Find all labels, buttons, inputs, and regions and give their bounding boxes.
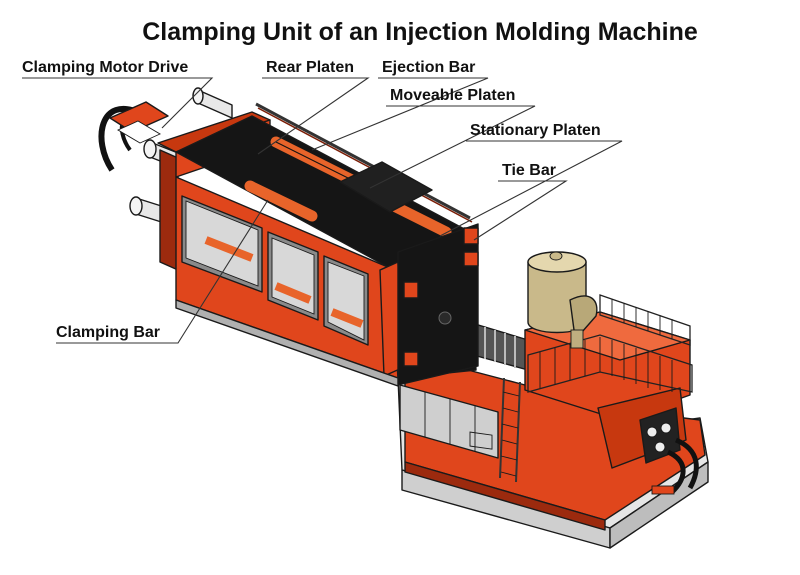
safety-railing <box>527 294 693 393</box>
injection-housing <box>524 311 699 495</box>
stationary-platen-label: Stationary Platen <box>470 122 601 139</box>
stationary-platen <box>397 223 479 386</box>
clamping-bar-label: Clamping Bar <box>56 324 160 341</box>
label-clamping-motor-drive: Clamping Motor Drive <box>22 59 214 129</box>
rear-platen-label: Rear Platen <box>266 59 354 76</box>
label-rear-platen: Rear Platen <box>257 59 370 155</box>
label-clamping-bar: Clamping Bar <box>56 199 269 344</box>
clamping-motor-drive-label: Clamping Motor Drive <box>22 59 188 76</box>
label-stationary-platen: Stationary Platen <box>439 122 623 237</box>
moveable-platen-label: Moveable Platen <box>390 87 515 104</box>
label-moveable-platen: Moveable Platen <box>369 87 536 189</box>
label-ejection-bar: Ejection Bar <box>311 59 489 151</box>
side-windows <box>175 176 399 379</box>
access-ladder <box>499 377 521 483</box>
base-unit <box>397 359 709 549</box>
material-hopper <box>527 251 598 349</box>
clamping-motor-drive <box>98 87 233 227</box>
label-tie-bar: Tie Bar <box>473 162 568 241</box>
ejection-bar <box>255 102 473 223</box>
base-rail <box>175 299 399 387</box>
diagram-title: Clamping Unit of an Injection Molding Ma… <box>142 18 698 46</box>
ejection-bar-label: Ejection Bar <box>382 59 475 76</box>
tie-bar-label: Tie Bar <box>502 162 556 179</box>
